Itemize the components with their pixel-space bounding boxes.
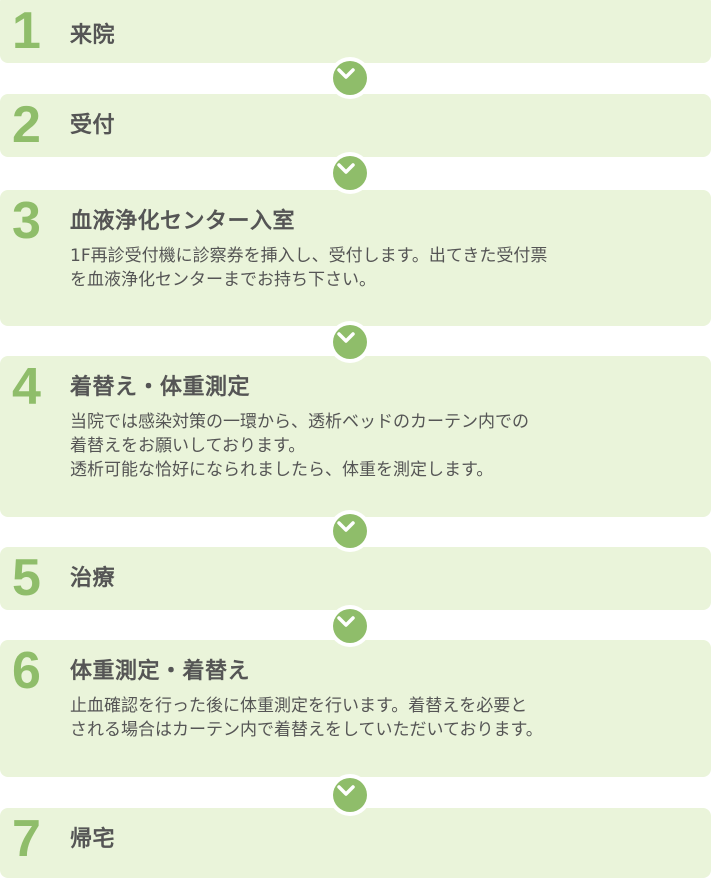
- chevron-down-icon: [329, 605, 371, 647]
- chevron-down-icon: [329, 510, 371, 552]
- step-number: 4: [12, 358, 41, 416]
- step-title: 受付: [70, 113, 116, 138]
- chevron-down-icon: [329, 774, 371, 816]
- step-number: 6: [12, 642, 41, 700]
- step-number: 3: [12, 192, 41, 250]
- step-description: 1F再診受付機に診察券を挿入し、受付します。出てきた受付票 を血液浄化センターま…: [70, 246, 548, 290]
- step-title: 治療: [70, 566, 116, 591]
- step-1: 1 来院: [0, 0, 711, 63]
- step-description: 止血確認を行った後に体重測定を行います。着替えを必要と される場合はカーテン内で…: [70, 696, 543, 740]
- step-4: 4 着替え・体重測定 当院では感染対策の一環から、透析ベッドのカーテン内での 着…: [0, 356, 711, 517]
- step-6: 6 体重測定・着替え 止血確認を行った後に体重測定を行います。着替えを必要と さ…: [0, 640, 711, 777]
- step-3: 3 血液浄化センター入室 1F再診受付機に診察券を挿入し、受付します。出てきた受…: [0, 190, 711, 326]
- chevron-down-icon: [329, 321, 371, 363]
- step-number: 1: [12, 2, 41, 60]
- step-description: 当院では感染対策の一環から、透析ベッドのカーテン内での 着替えをお願いしておりま…: [70, 412, 529, 480]
- step-title: 体重測定・着替え: [70, 659, 251, 684]
- step-2: 2 受付: [0, 94, 711, 157]
- step-number: 7: [12, 810, 41, 868]
- step-title: 着替え・体重測定: [70, 375, 251, 400]
- step-title: 来院: [70, 23, 116, 48]
- chevron-down-icon: [329, 152, 371, 194]
- step-title: 帰宅: [70, 827, 116, 852]
- step-number: 2: [12, 96, 41, 154]
- step-5: 5 治療: [0, 547, 711, 610]
- step-7: 7 帰宅: [0, 808, 711, 878]
- step-number: 5: [12, 549, 41, 607]
- chevron-down-icon: [329, 57, 371, 99]
- step-title: 血液浄化センター入室: [70, 209, 296, 234]
